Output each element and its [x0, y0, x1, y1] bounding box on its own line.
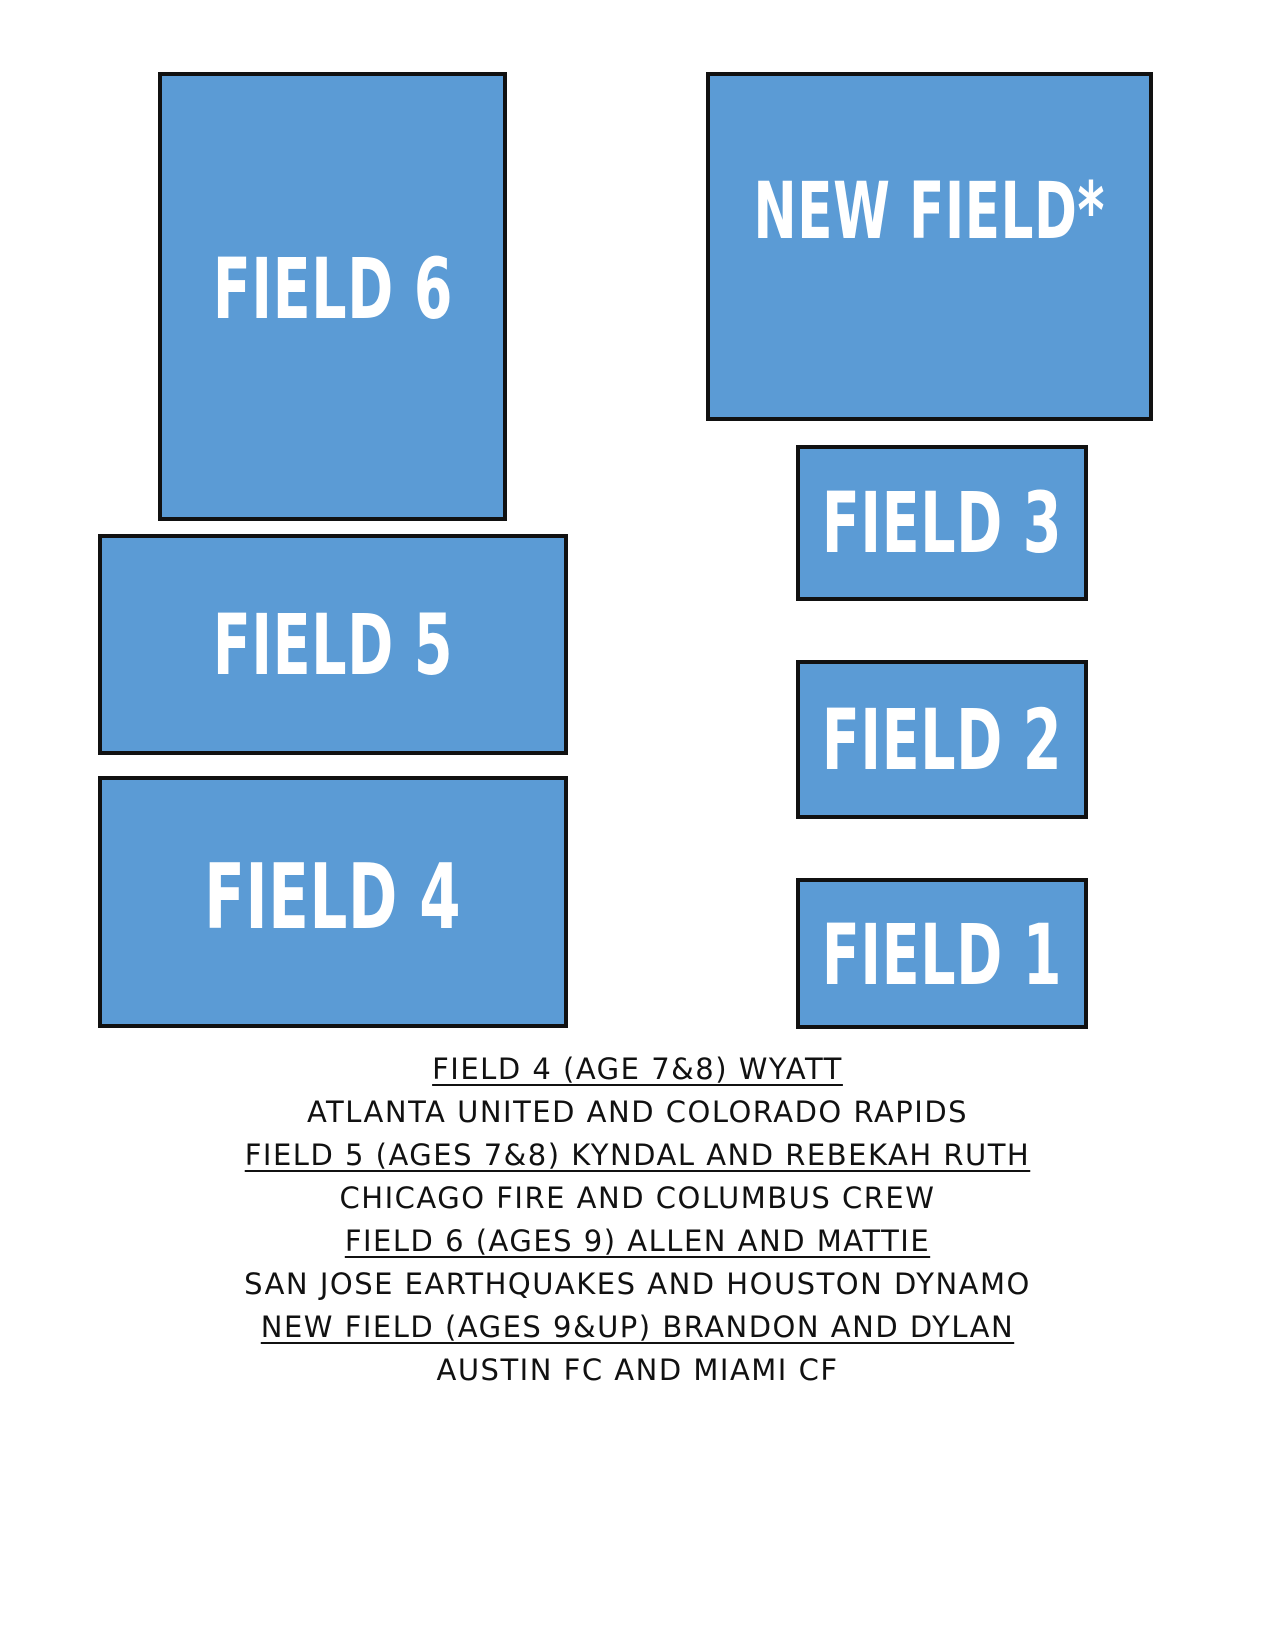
assignment-heading: NEW FIELD (AGES 9&UP) BRANDON AND DYLAN [0, 1306, 1275, 1349]
field-1-label: FIELD 1 [821, 905, 1063, 1004]
new-field-label: NEW FIELD* [753, 166, 1106, 257]
field-4-box: FIELD 4 [98, 776, 568, 1028]
field-1-box: FIELD 1 [796, 878, 1088, 1029]
assignment-teams: SAN JOSE EARTHQUAKES AND HOUSTON DYNAMO [0, 1263, 1275, 1306]
assignment-teams: ATLANTA UNITED AND COLORADO RAPIDS [0, 1091, 1275, 1134]
field-6-box: FIELD 6 [158, 72, 507, 521]
new-field-box: NEW FIELD* [706, 72, 1153, 421]
assignment-heading-text: FIELD 5 (AGES 7&8) KYNDAL AND REBEKAH RU… [244, 1138, 1031, 1172]
field-4-label: FIELD 4 [204, 844, 462, 950]
assignment-teams-text: ATLANTA UNITED AND COLORADO RAPIDS [306, 1095, 969, 1129]
field-assignments: FIELD 4 (AGE 7&8) WYATT ATLANTA UNITED A… [0, 1048, 1275, 1392]
field-2-label: FIELD 2 [821, 690, 1063, 789]
assignment-teams-text: SAN JOSE EARTHQUAKES AND HOUSTON DYNAMO [244, 1267, 1031, 1301]
field-5-box: FIELD 5 [98, 534, 568, 755]
assignment-heading-text: FIELD 6 (AGES 9) ALLEN AND MATTIE [344, 1224, 931, 1258]
assignment-teams-text: CHICAGO FIRE AND COLUMBUS CREW [339, 1181, 936, 1215]
field-3-box: FIELD 3 [796, 445, 1088, 601]
assignment-heading-text: FIELD 4 (AGE 7&8) WYATT [432, 1052, 843, 1086]
assignment-heading: FIELD 4 (AGE 7&8) WYATT [0, 1048, 1275, 1091]
assignment-heading: FIELD 6 (AGES 9) ALLEN AND MATTIE [0, 1220, 1275, 1263]
assignment-heading-text: NEW FIELD (AGES 9&UP) BRANDON AND DYLAN [260, 1310, 1015, 1344]
assignment-heading: FIELD 5 (AGES 7&8) KYNDAL AND REBEKAH RU… [0, 1134, 1275, 1177]
field-5-label: FIELD 5 [212, 595, 454, 694]
field-3-label: FIELD 3 [821, 474, 1063, 572]
field-2-box: FIELD 2 [796, 660, 1088, 819]
assignment-teams-text: AUSTIN FC AND MIAMI CF [436, 1353, 839, 1387]
field-6-label: FIELD 6 [212, 239, 453, 338]
assignment-teams: CHICAGO FIRE AND COLUMBUS CREW [0, 1177, 1275, 1220]
assignment-teams: AUSTIN FC AND MIAMI CF [0, 1349, 1275, 1392]
